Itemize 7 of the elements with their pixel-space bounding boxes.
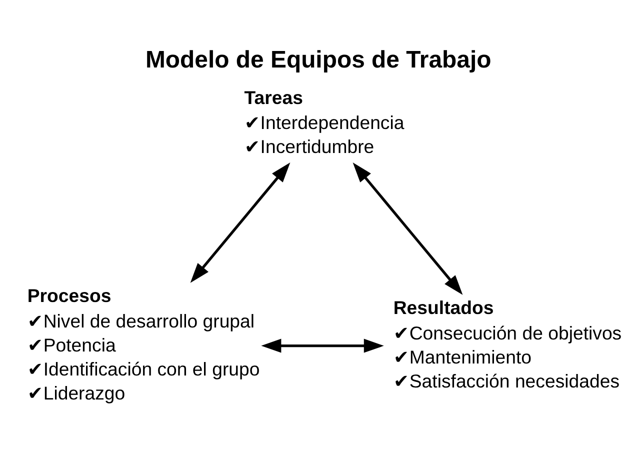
node-text: Tareas ✔Interdependencia ✔Incertidumbre xyxy=(244,86,404,157)
arrow xyxy=(261,338,384,352)
node-text: Resultados ✔Consecución de objetivos ✔Mantenimiento ✔Satisfacción necesidades xyxy=(393,296,622,391)
node-text: Procesos ✔Nivel de desarrollo grupal ✔Potencia ✔Identificación con el grupo ✔Liderazgo xyxy=(27,284,260,403)
arrow xyxy=(352,162,463,294)
diagram-title: Modelo de Equipos de Trabajo xyxy=(145,46,492,73)
arrow xyxy=(190,162,290,282)
